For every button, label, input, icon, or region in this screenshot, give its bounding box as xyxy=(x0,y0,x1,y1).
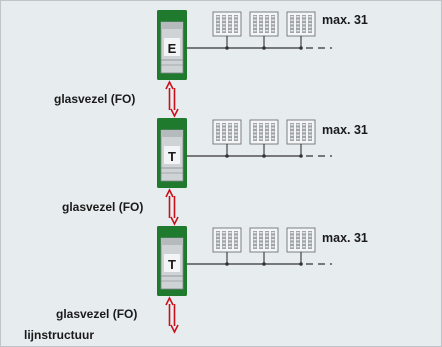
module-letter-3: T xyxy=(168,257,176,272)
max-devices-label-1: max. 31 xyxy=(322,13,368,27)
max-devices-label-3: max. 31 xyxy=(322,231,368,245)
io-device-icon xyxy=(286,11,316,50)
module-letter-1: E xyxy=(168,41,177,56)
io-device-icon xyxy=(249,119,279,158)
double-arrow-icon xyxy=(165,188,179,226)
io-device-icon xyxy=(249,227,279,266)
io-device-icon xyxy=(286,119,316,158)
fibre-label-3: glasvezel (FO) xyxy=(56,307,138,321)
io-device-icon xyxy=(286,227,316,266)
double-arrow-icon xyxy=(165,296,179,334)
io-device-icon xyxy=(249,11,279,50)
io-device-icon xyxy=(212,11,242,50)
coupler-module-1: E xyxy=(157,10,187,80)
io-device-icon xyxy=(212,119,242,158)
module-letter-2: T xyxy=(168,149,176,164)
fibre-label-2: glasvezel (FO) xyxy=(62,200,144,214)
double-arrow-icon xyxy=(165,80,179,118)
fibre-label-1: glasvezel (FO) xyxy=(54,92,136,106)
coupler-module-2: T xyxy=(157,118,187,188)
coupler-module-3: T xyxy=(157,226,187,296)
max-devices-label-2: max. 31 xyxy=(322,123,368,137)
io-device-icon xyxy=(212,227,242,266)
structure-caption: lijnstructuur xyxy=(24,328,95,342)
